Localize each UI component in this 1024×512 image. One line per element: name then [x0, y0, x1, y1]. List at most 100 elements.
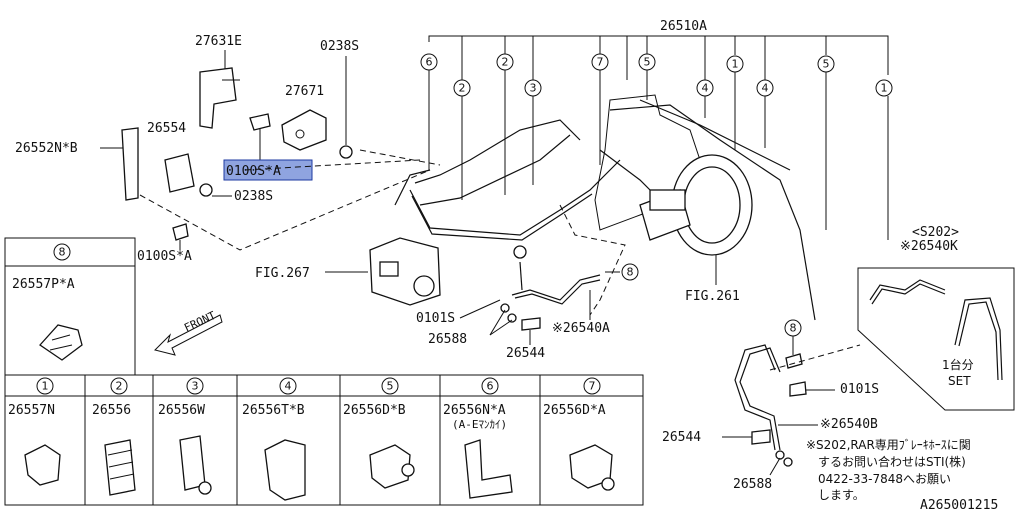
clip-cell-5-part: 26556D*B: [343, 403, 406, 418]
svg-text:2: 2: [116, 380, 123, 393]
callout-2-top-b[interactable]: 2: [496, 53, 514, 71]
dashed-bracket-outline: [139, 149, 441, 251]
label-26544-mid: 26544: [506, 346, 545, 361]
s202-inset-title: <S202>: [912, 225, 959, 240]
clip-table: [4, 374, 644, 506]
callout-3-top[interactable]: 3: [524, 79, 542, 97]
bracket-26554[interactable]: 26554: [147, 121, 195, 193]
svg-text:1: 1: [732, 58, 739, 71]
label-0238s-mid: 0238S: [234, 189, 273, 204]
callout-5-top-b[interactable]: 5: [817, 55, 835, 73]
bolt-0100s-bottom[interactable]: 0100S*A: [137, 223, 192, 264]
s202-inset-part: ※26540K: [900, 239, 958, 254]
label-0100s-a-highlight: 0100S*A: [226, 164, 281, 179]
label-26588-mid: 26588: [428, 332, 467, 347]
label-26588-right: 26588: [733, 477, 772, 492]
svg-text:8: 8: [627, 266, 634, 279]
brake-booster[interactable]: FIG.261: [639, 154, 753, 304]
svg-text:4: 4: [702, 82, 709, 95]
label-0101s-mid: 0101S: [416, 311, 455, 326]
svg-text:4: 4: [762, 82, 769, 95]
footnote: ※S202,RAR専用ﾌﾞﾚｰｷﾎｰｽに関 するお問い合わせはSTI(株) 04…: [806, 438, 971, 502]
svg-text:2: 2: [502, 56, 509, 69]
hose-26540b-group[interactable]: 8 0101S ※26540B 26544 26588: [662, 319, 879, 492]
diagram-code: A265001215: [920, 498, 998, 512]
callout-5-top-a[interactable]: 5: [638, 53, 656, 71]
clip-cell-7-part: 26556D*A: [543, 403, 606, 418]
nut-0238s-mid[interactable]: 0238S: [199, 183, 273, 204]
label-fig-261: FIG.261: [685, 289, 740, 304]
svg-text:3: 3: [192, 380, 199, 393]
clip-cell-1[interactable]: 1 26557N: [8, 377, 61, 486]
bracket-27631e[interactable]: 27631E: [195, 34, 242, 129]
clip-cell-6-sub: (A-Eﾏﾝｶｲ): [452, 418, 507, 431]
label-0238s-top: 0238S: [320, 39, 359, 54]
callout-2-top-a[interactable]: 2: [453, 79, 471, 97]
clip-cell-2-part: 26556: [92, 403, 131, 418]
label-26554: 26554: [147, 121, 186, 136]
svg-text:5: 5: [387, 380, 394, 393]
label-27631e: 27631E: [195, 34, 242, 49]
label-27671: 27671: [285, 84, 324, 99]
callout-4-top-a[interactable]: 4: [696, 79, 714, 97]
label-fig-267: FIG.267: [255, 266, 310, 281]
clip-cell-6-part: 26556N*A: [443, 403, 506, 418]
callout-6-top[interactable]: 6: [420, 53, 438, 71]
main-leader-lines: [428, 35, 889, 240]
s202-inset-note-1: 1台分: [942, 357, 974, 372]
front-arrow: FRONT: [154, 309, 223, 356]
clip-cell-4[interactable]: 4 26556T*B: [242, 377, 306, 501]
svg-text:7: 7: [589, 380, 596, 393]
hydraulic-unit[interactable]: FIG.267: [255, 237, 441, 306]
svg-text:5: 5: [644, 56, 651, 69]
label-26540a: ※26540A: [552, 321, 610, 336]
main-assembly-label: 26510A: [660, 19, 707, 34]
svg-text:6: 6: [426, 56, 433, 69]
svg-text:8: 8: [790, 322, 797, 335]
svg-text:1: 1: [42, 380, 49, 393]
callout-1-top-b[interactable]: 1: [875, 79, 893, 97]
svg-text:2: 2: [459, 82, 466, 95]
s202-inset[interactable]: <S202> ※26540K 1台分 SET: [857, 225, 1015, 411]
label-26540b: ※26540B: [820, 417, 878, 432]
callout-8-right[interactable]: 8: [784, 319, 802, 337]
footnote-line-3: 0422-33-7848へお願い: [818, 472, 951, 486]
label-0101s-right: 0101S: [840, 382, 879, 397]
clip-cell-4-part: 26556T*B: [242, 403, 305, 418]
clip-cell-7[interactable]: 7 26556D*A: [543, 377, 615, 491]
label-0100s-a-bottom: 0100S*A: [137, 249, 192, 264]
clip-box-8-number: 8: [59, 246, 66, 259]
footnote-line-4: します。: [818, 488, 865, 502]
svg-text:1: 1: [881, 82, 888, 95]
clip-cell-3[interactable]: 3 26556W: [158, 377, 212, 495]
callout-4-top-b[interactable]: 4: [756, 79, 774, 97]
callout-1-top-a[interactable]: 1: [726, 55, 744, 73]
svg-text:6: 6: [487, 380, 494, 393]
label-26552n-b: 26552N*B: [15, 141, 78, 156]
clip-cell-1-part: 26557N: [8, 403, 55, 418]
svg-text:7: 7: [597, 56, 604, 69]
svg-text:3: 3: [530, 82, 537, 95]
footnote-line-2: するお問い合わせはSTI(株): [818, 454, 966, 469]
clip-box-8-part: 26557P*A: [12, 277, 75, 292]
hose-26540a-group[interactable]: 8 ※26540A 0101S 26588 26544: [416, 204, 639, 361]
nut-0238s-top[interactable]: 0238S: [320, 39, 359, 159]
footnote-line-1: ※S202,RAR専用ﾌﾞﾚｰｷﾎｰｽに関: [806, 438, 971, 452]
callout-8-mid[interactable]: 8: [621, 263, 639, 281]
clip-cell-6[interactable]: 6 26556N*A (A-Eﾏﾝｶｲ): [443, 377, 513, 499]
bracket-26552n[interactable]: 26552N*B: [15, 127, 139, 201]
svg-text:4: 4: [285, 380, 292, 393]
svg-text:5: 5: [823, 58, 830, 71]
callout-7-top[interactable]: 7: [591, 53, 609, 71]
clip-cell-2[interactable]: 2 26556: [92, 377, 136, 496]
brake-pipes: [394, 99, 816, 321]
clip-cell-3-part: 26556W: [158, 403, 205, 418]
front-arrow-label: FRONT: [182, 309, 218, 335]
s202-inset-note-2: SET: [948, 374, 971, 388]
clip-cell-5[interactable]: 5 26556D*B: [343, 377, 415, 489]
bolt-0100s-highlight[interactable]: 0100S*A: [223, 113, 313, 181]
sensor-27671[interactable]: 27671: [281, 84, 327, 151]
label-26544-right: 26544: [662, 430, 701, 445]
clip-box-8[interactable]: 8 26557P*A: [4, 237, 136, 376]
